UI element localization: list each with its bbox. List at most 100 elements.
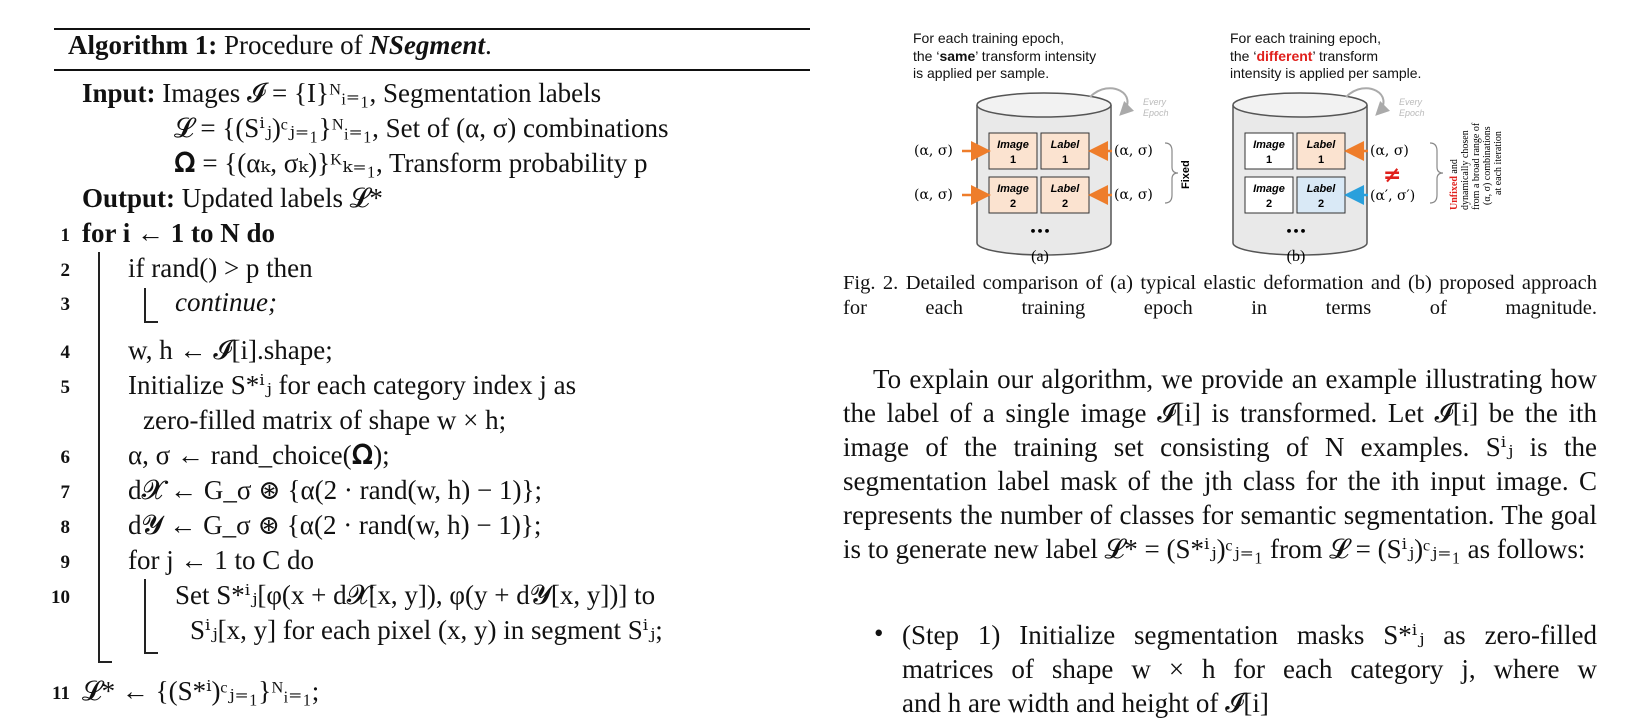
panel-b-side-note: dynamically chosen <box>1460 130 1471 210</box>
body-paragraph-text: To explain our algorithm, we provide an … <box>843 364 1597 564</box>
input-line-1: Input: Images 𝓘 = {I}ᴺᵢ₌₁, Segmentation … <box>82 78 601 110</box>
panel-b-desc-line2: the ‘different’ transform <box>1230 48 1421 66</box>
panel-b-desc-line1: For each training epoch, <box>1230 30 1381 46</box>
algorithm-line: Sⁱⱼ[x, y] for each pixel (x, y) in segme… <box>190 615 663 645</box>
body-paragraph: To explain our algorithm, we provide an … <box>843 362 1597 566</box>
panel-a-tag: (a) <box>1031 248 1049 265</box>
svg-text:Label: Label <box>1307 139 1337 151</box>
panel-b-desc-line3: intensity is applied per sample. <box>1230 65 1422 81</box>
line-number: 6 <box>60 447 71 468</box>
algorithm-top-rule <box>54 28 810 30</box>
panel-a-label-2-tile: Label 2 <box>1040 176 1090 214</box>
step-1-bullet: • <box>874 618 884 648</box>
for-block-bar <box>98 252 100 662</box>
output-label: Output: <box>82 183 176 213</box>
input-line-2: 𝓛 = {(Sⁱⱼ)ᶜⱼ₌₁}ᴺᵢ₌₁, Set of (α, σ) combi… <box>174 113 669 143</box>
svg-text:Image: Image <box>997 139 1029 151</box>
panel-a-desc-line1: For each training epoch, <box>913 30 1064 46</box>
panel-b-side-note: at each iteration <box>1493 131 1504 195</box>
panel-b-brace <box>1429 142 1444 204</box>
algorithm-line: Initialize S*ⁱⱼ for each category index … <box>128 370 577 400</box>
panel-a-every-epoch-label: Epoch <box>1143 108 1169 118</box>
svg-text:Image: Image <box>997 183 1029 195</box>
algorithm-line: zero-filled matrix of shape w × h; <box>143 405 507 435</box>
panel-b-param-bottom: (α′, σ′) <box>1370 188 1415 204</box>
svg-text:2: 2 <box>1318 198 1324 210</box>
step-1-line-1: (Step 1) Initialize segmentation masks S… <box>902 620 1597 650</box>
inner-for-bar <box>144 579 146 653</box>
svg-text:2: 2 <box>1266 198 1272 210</box>
panel-b-side-note: (α, σ) combinations <box>1482 126 1493 205</box>
algorithm-line: w, h ← 𝓘[i].shape; <box>128 335 333 365</box>
panel-b-every-epoch-label: Every <box>1399 97 1423 107</box>
panel-b-image-1-tile: Image 1 <box>1244 132 1294 170</box>
panel-a-image-1-tile: Image 1 <box>988 132 1038 170</box>
panel-b-every-epoch-label: Epoch <box>1399 108 1425 118</box>
panel-b-label-1-tile: Label 1 <box>1296 132 1346 170</box>
panel-a-desc-line3: is applied per sample. <box>913 65 1050 81</box>
panel-b-label-2-tile: Label 2 <box>1296 176 1346 214</box>
svg-text:1: 1 <box>1318 154 1324 166</box>
svg-text:Label: Label <box>1051 139 1081 151</box>
panel-b-desc-pre: the ‘ <box>1230 47 1257 64</box>
panel-a-param-left: (α, σ) <box>914 187 953 203</box>
panel-a-desc-post: ’ transform intensity <box>975 47 1097 64</box>
panel-a-every-epoch-arrow <box>1089 87 1135 116</box>
panel-b-description: For each training epoch, the ‘different’… <box>1230 30 1421 83</box>
line-number: 8 <box>60 517 71 538</box>
line-number: 10 <box>51 587 70 608</box>
algorithm-line: d𝓨 ← G_σ ⊛ {α(2 · rand(w, h) − 1)}; <box>128 510 542 540</box>
algorithm-line: for j ← 1 to C do <box>128 545 314 575</box>
if-block-foot <box>144 321 158 323</box>
algorithm-label: Algorithm 1: <box>68 30 218 60</box>
svg-text:Label: Label <box>1307 183 1337 195</box>
panel-b-desc-post: ’ transform <box>1312 47 1379 64</box>
panel-b-emphasis: different <box>1256 47 1313 64</box>
panel-a-desc-pre: the ‘ <box>913 47 940 64</box>
svg-text:1: 1 <box>1010 154 1016 166</box>
panel-a-every-epoch-label: Every <box>1143 97 1167 107</box>
output-text: Updated labels 𝓛* <box>181 183 383 213</box>
svg-text:1: 1 <box>1062 154 1068 166</box>
line-number: 1 <box>60 225 71 246</box>
algorithm-name: NSegment <box>369 30 485 60</box>
line-number: 4 <box>60 342 71 363</box>
panel-a-description: For each training epoch, the ‘same’ tran… <box>913 30 1096 83</box>
panel-b-neq-symbol: ≠ <box>1383 163 1401 188</box>
line-number: 9 <box>60 552 71 573</box>
panel-b-every-epoch-arrow <box>1345 87 1391 116</box>
algorithm-line: Set S*ⁱⱼ[φ(x + d𝓧[x, y]), φ(y + d𝓨[x, y]… <box>175 580 656 610</box>
panel-a-param-right: (α, σ) <box>1114 143 1153 159</box>
input-line-3: 𝛀 = {(αₖ, σₖ)}ᴷₖ₌₁, Transform probabilit… <box>174 148 648 178</box>
algorithm-title-period: . <box>484 30 492 60</box>
algorithm-line: α, σ ← rand_choice(𝛀); <box>128 440 390 470</box>
step-1-line-2: matrices of shape w × h for each categor… <box>902 654 1597 684</box>
panel-a-brace <box>1164 142 1179 204</box>
panel-b-side-note: Unfixed and <box>1449 159 1460 210</box>
algorithm-title-rule <box>54 69 810 71</box>
line-number: 2 <box>60 260 71 281</box>
input-text-1: Images 𝓘 = {I}ᴺᵢ₌₁, Segmentation labels <box>162 78 602 108</box>
inner-for-foot <box>144 652 158 654</box>
panel-b-dots: ••• <box>1285 225 1306 238</box>
svg-text:1: 1 <box>1266 154 1272 166</box>
if-block-bar <box>144 288 146 322</box>
line-number: 5 <box>60 377 71 398</box>
panel-b-image-2-tile: Image 2 <box>1244 176 1294 214</box>
svg-text:Image: Image <box>1253 183 1285 195</box>
svg-text:Image: Image <box>1253 139 1285 151</box>
panel-b-side-note: from a broad range of <box>1471 122 1482 210</box>
line-number: 11 <box>52 683 70 704</box>
svg-text:2: 2 <box>1062 198 1068 210</box>
panel-a-label-1-tile: Label 1 <box>1040 132 1090 170</box>
algorithm-line: continue; <box>175 287 277 317</box>
panel-a-param-right: (α, σ) <box>1114 187 1153 203</box>
panel-b-tag: (b) <box>1287 248 1306 265</box>
panel-a-dots: ••• <box>1029 225 1050 238</box>
figure-diagram: Every Epoch Image 1 Label 1 Image 2 Labe… <box>914 87 1504 265</box>
panel-b-param-top: (α, σ) <box>1370 143 1409 159</box>
input-label: Input: <box>82 78 156 108</box>
algorithm-line: 𝓛* ← {(S*ⁱ)ᶜⱼ₌₁}ᴺᵢ₌₁; <box>82 676 320 706</box>
line-number: 3 <box>60 294 71 315</box>
panel-a-param-left: (α, σ) <box>914 143 953 159</box>
